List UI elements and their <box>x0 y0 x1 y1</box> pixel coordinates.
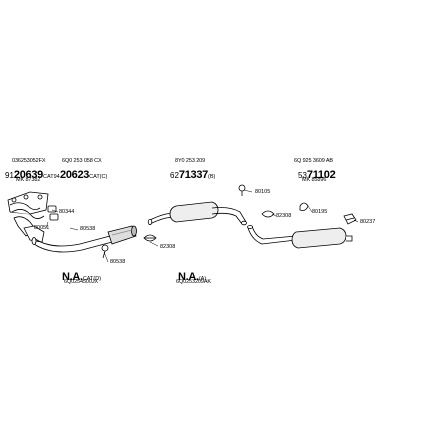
hanger-cat <box>101 244 109 259</box>
na-a-big: N.A. <box>178 271 199 283</box>
catalytic-converter <box>107 225 137 245</box>
part-80237: 80237 <box>360 219 376 225</box>
na-a-suffix: (A) <box>198 276 207 282</box>
exhaust-manifold <box>7 191 49 243</box>
col3-big-number: 71337 <box>178 169 208 181</box>
na-cat-ref: 6Q0254500JX <box>64 279 99 285</box>
part-80105: 80105 <box>255 189 271 195</box>
part-80538-b: 80538 <box>110 259 126 265</box>
col3-ref: 8Y0 253 209 <box>175 158 206 164</box>
hanger-80105 <box>238 184 246 196</box>
na-cat-number: N.A.CAT(D) <box>62 268 101 284</box>
na-a-ref: 6Q0253209AK <box>176 279 211 285</box>
col4-number: 5371102 <box>298 166 336 182</box>
col1-suffix: CAT94 <box>43 174 60 180</box>
part-80344: 80344 <box>59 209 75 215</box>
clamp-82308-b <box>261 210 275 218</box>
part-80195: 80195 <box>312 209 328 215</box>
part-80538: 80538 <box>80 226 96 232</box>
col2-number: 20623CAT(C) <box>60 166 107 182</box>
col3-suffix: (B) <box>208 174 216 180</box>
rubber-hanger-80237 <box>343 213 357 225</box>
part-80051: 80051 <box>34 225 50 231</box>
col1-mk: MK 87382 <box>16 177 41 183</box>
rubber-hanger-80195 <box>299 202 309 211</box>
col1-prefix: 91 <box>5 171 14 180</box>
part-82308-a: 82308 <box>160 244 176 250</box>
clamp-82308-a <box>143 234 157 242</box>
middle-silencer <box>147 201 247 226</box>
col1-number: 9120639CAT94 <box>5 166 60 182</box>
gasket-set <box>47 205 59 221</box>
col4-mk: MK 85896 <box>302 177 327 183</box>
leader-lines <box>45 189 359 263</box>
front-pipe <box>31 235 113 253</box>
col2-ref: 6Q0 253 058 CX <box>62 158 102 164</box>
part-82308-b: 82308 <box>276 213 292 219</box>
col1-big-number: 20639 <box>13 169 43 181</box>
na-cat-suffix: CAT(D) <box>82 276 102 282</box>
col4-big-number: 71102 <box>306 169 336 181</box>
col4-prefix: 53 <box>298 171 307 180</box>
na-a-number: N.A.(A) <box>178 268 206 284</box>
col1-ref-a: 036253052FX <box>12 158 46 164</box>
col3-prefix: 62 <box>170 171 179 180</box>
na-cat-big: N.A. <box>62 271 83 283</box>
col2-big-number: 20623 <box>60 169 90 181</box>
col4-ref: 6Q 925 3609 AB <box>294 158 333 164</box>
rear-silencer <box>247 225 353 249</box>
col2-suffix: CAT(C) <box>89 174 108 180</box>
col3-number: 6271337(B) <box>170 166 215 182</box>
